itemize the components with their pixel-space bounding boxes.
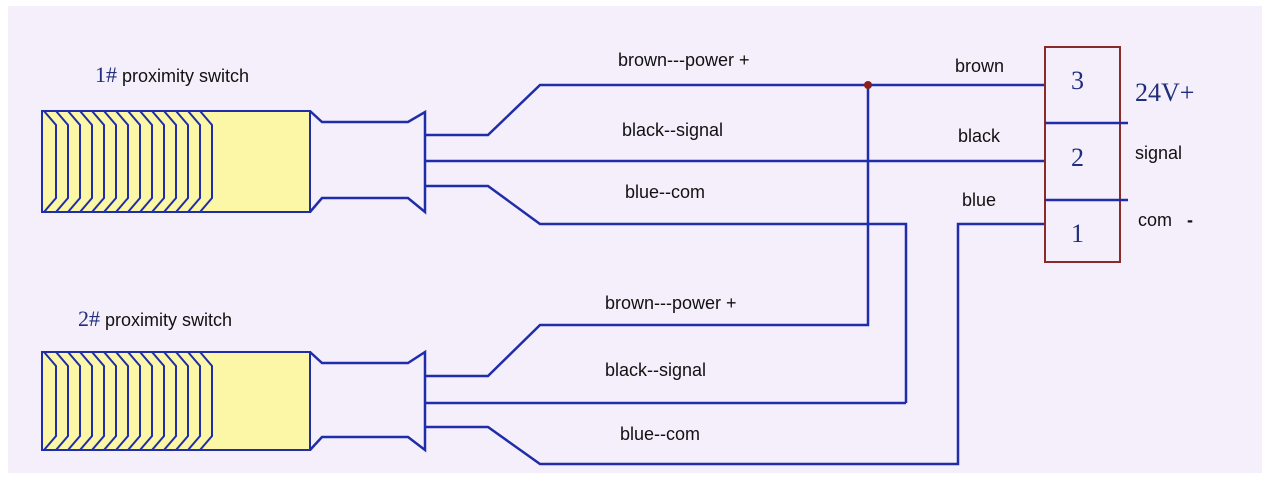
proximity-switch-1 bbox=[41, 109, 427, 215]
switch-2-connector bbox=[309, 349, 427, 453]
thread-line bbox=[175, 351, 189, 451]
switch-2-blue-label: blue--com bbox=[620, 424, 701, 444]
switch-1-blue-wire bbox=[425, 184, 908, 403]
switch-1-brown-label: brown---power + bbox=[618, 50, 750, 70]
thread-line bbox=[151, 110, 165, 213]
switch-1-name: proximity switch bbox=[122, 66, 250, 86]
thread-line bbox=[187, 110, 201, 213]
switch-2-black-label: black--signal bbox=[605, 360, 707, 380]
proximity-switch-2 bbox=[41, 349, 427, 453]
terminal-1-function: com - bbox=[1138, 210, 1193, 231]
switch-1-label: 1# proximity switch bbox=[95, 62, 249, 88]
thread-line bbox=[199, 351, 213, 451]
thread-line bbox=[103, 110, 117, 213]
thread-line bbox=[175, 110, 189, 213]
thread-line bbox=[199, 110, 213, 213]
terminal-2-number: 2 bbox=[1071, 143, 1084, 172]
switch-1-brown-wire bbox=[425, 83, 1045, 137]
thread-line bbox=[187, 351, 201, 451]
switch-2-threads bbox=[43, 351, 213, 451]
switch-1-black-label: black--signal bbox=[622, 120, 724, 140]
thread-line bbox=[163, 351, 177, 451]
terminal-3-function: 24V+ bbox=[1135, 78, 1195, 107]
switch-1-threads bbox=[43, 110, 213, 213]
thread-line bbox=[67, 110, 81, 213]
terminal-block-frame bbox=[1044, 46, 1121, 263]
thread-line bbox=[67, 351, 81, 451]
thread-line bbox=[43, 110, 57, 213]
thread-line bbox=[79, 351, 93, 451]
thread-line bbox=[55, 110, 69, 213]
terminal-1-number: 1 bbox=[1071, 219, 1084, 248]
thread-line bbox=[55, 351, 69, 451]
switch-2-blue-wire bbox=[425, 222, 1045, 466]
terminal-brown-label: brown bbox=[955, 56, 1005, 76]
thread-line bbox=[79, 110, 93, 213]
terminal-1-polarity: - bbox=[1187, 210, 1194, 230]
thread-line bbox=[151, 351, 165, 451]
thread-line bbox=[127, 110, 141, 213]
thread-line bbox=[139, 351, 153, 451]
thread-line bbox=[127, 351, 141, 451]
terminal-1-function-text: com bbox=[1138, 210, 1173, 230]
thread-line bbox=[139, 110, 153, 213]
switch-2-brown-label: brown---power + bbox=[605, 293, 737, 313]
thread-line bbox=[91, 110, 105, 213]
thread-line bbox=[115, 110, 129, 213]
switch-2-brown-wire bbox=[425, 85, 870, 378]
thread-line bbox=[43, 351, 57, 451]
switch-2-number: 2# bbox=[78, 306, 100, 331]
switch-1-blue-label: blue--com bbox=[625, 182, 706, 202]
switch-2-label: 2# proximity switch bbox=[78, 306, 232, 332]
brown-junction-dot bbox=[864, 81, 872, 89]
switch-1-number: 1# bbox=[95, 62, 117, 87]
thread-line bbox=[91, 351, 105, 451]
terminal-black-label: black bbox=[958, 126, 1001, 146]
switch-2-name: proximity switch bbox=[105, 310, 233, 330]
thread-line bbox=[115, 351, 129, 451]
terminal-2-function: signal bbox=[1135, 143, 1183, 163]
terminal-3-number: 3 bbox=[1071, 66, 1084, 95]
thread-line bbox=[103, 351, 117, 451]
terminal-block bbox=[1044, 46, 1128, 263]
terminal-blue-label: blue bbox=[962, 190, 997, 210]
thread-line bbox=[163, 110, 177, 213]
